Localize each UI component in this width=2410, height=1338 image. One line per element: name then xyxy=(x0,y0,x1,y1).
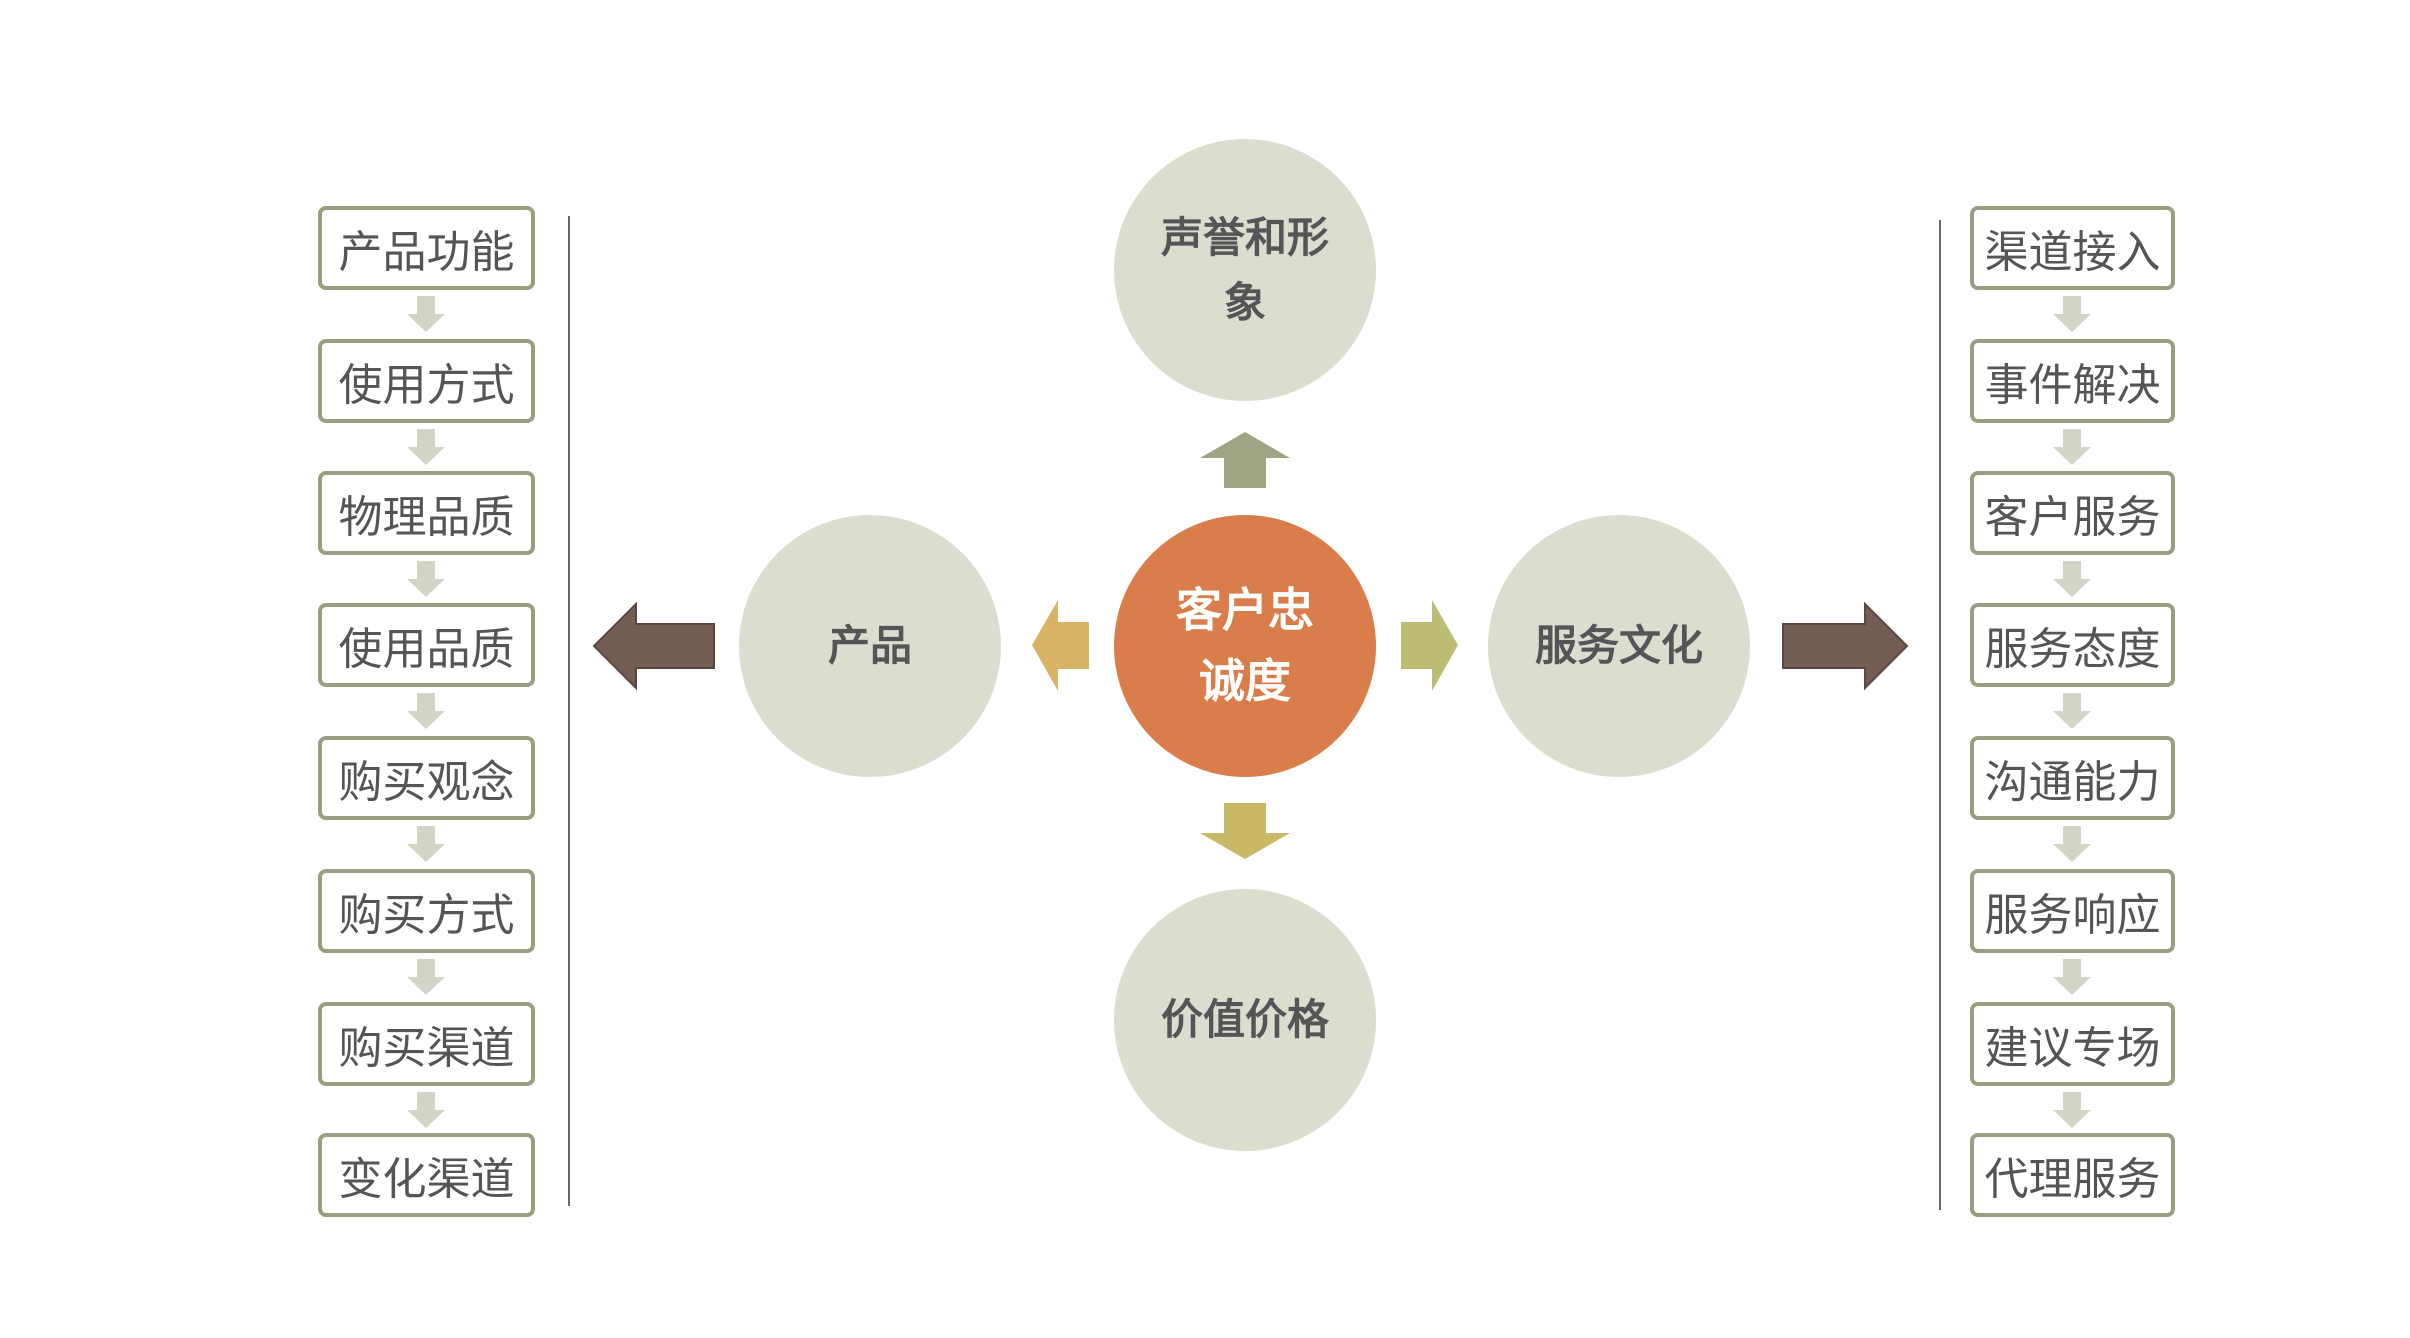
arrow-right-icon xyxy=(1401,600,1458,691)
step-arrow-down-icon xyxy=(2053,429,2091,465)
arrow-down-icon xyxy=(1200,803,1290,859)
left-list-item: 变化渠道 xyxy=(318,1133,535,1217)
right-list-item: 代理服务 xyxy=(1970,1133,2175,1217)
step-arrow-down-icon xyxy=(2053,693,2091,729)
right-list-item: 沟通能力 xyxy=(1970,736,2175,820)
node-value-price: 价值价格 xyxy=(1114,889,1376,1151)
step-arrow-down-icon xyxy=(2053,826,2091,862)
left-list-item: 物理品质 xyxy=(318,471,535,555)
step-arrow-down-icon xyxy=(407,296,445,332)
step-arrow-down-icon xyxy=(407,561,445,597)
step-arrow-down-icon xyxy=(407,959,445,995)
right-divider-line xyxy=(1939,220,1941,1210)
arrow-left-icon xyxy=(1032,600,1089,691)
right-list-item: 客户服务 xyxy=(1970,471,2175,555)
right-list-item: 服务态度 xyxy=(1970,603,2175,687)
arrow-up-icon xyxy=(1200,432,1290,488)
node-product-label: 产品 xyxy=(827,621,912,671)
node-reputation-label: 声誉和形象 xyxy=(1160,212,1329,327)
big-arrow-right-icon xyxy=(1782,601,1909,691)
right-list-item: 事件解决 xyxy=(1970,339,2175,423)
node-service-culture-label: 服务文化 xyxy=(1534,621,1703,671)
step-arrow-down-icon xyxy=(407,429,445,465)
right-list-item: 建议专场 xyxy=(1970,1002,2175,1086)
node-service-culture: 服务文化 xyxy=(1488,515,1750,777)
left-list-item: 购买方式 xyxy=(318,869,535,953)
left-list-item: 购买渠道 xyxy=(318,1002,535,1086)
left-divider-line xyxy=(568,216,570,1206)
step-arrow-down-icon xyxy=(2053,1092,2091,1128)
right-list-item: 服务响应 xyxy=(1970,869,2175,953)
node-product: 产品 xyxy=(739,515,1001,777)
left-list-item: 购买观念 xyxy=(318,736,535,820)
big-arrow-left-icon xyxy=(592,601,715,691)
left-list-item: 使用方式 xyxy=(318,339,535,423)
node-value-price-label: 价值价格 xyxy=(1160,995,1329,1045)
node-customer-loyalty: 客户忠诚度 xyxy=(1114,515,1376,777)
step-arrow-down-icon xyxy=(407,826,445,862)
center-label: 客户忠诚度 xyxy=(1176,582,1314,708)
node-reputation: 声誉和形象 xyxy=(1114,139,1376,401)
step-arrow-down-icon xyxy=(2053,561,2091,597)
step-arrow-down-icon xyxy=(2053,296,2091,332)
left-list-item: 产品功能 xyxy=(318,206,535,290)
step-arrow-down-icon xyxy=(2053,959,2091,995)
right-list-item: 渠道接入 xyxy=(1970,206,2175,290)
step-arrow-down-icon xyxy=(407,1092,445,1128)
step-arrow-down-icon xyxy=(407,693,445,729)
left-list-item: 使用品质 xyxy=(318,603,535,687)
